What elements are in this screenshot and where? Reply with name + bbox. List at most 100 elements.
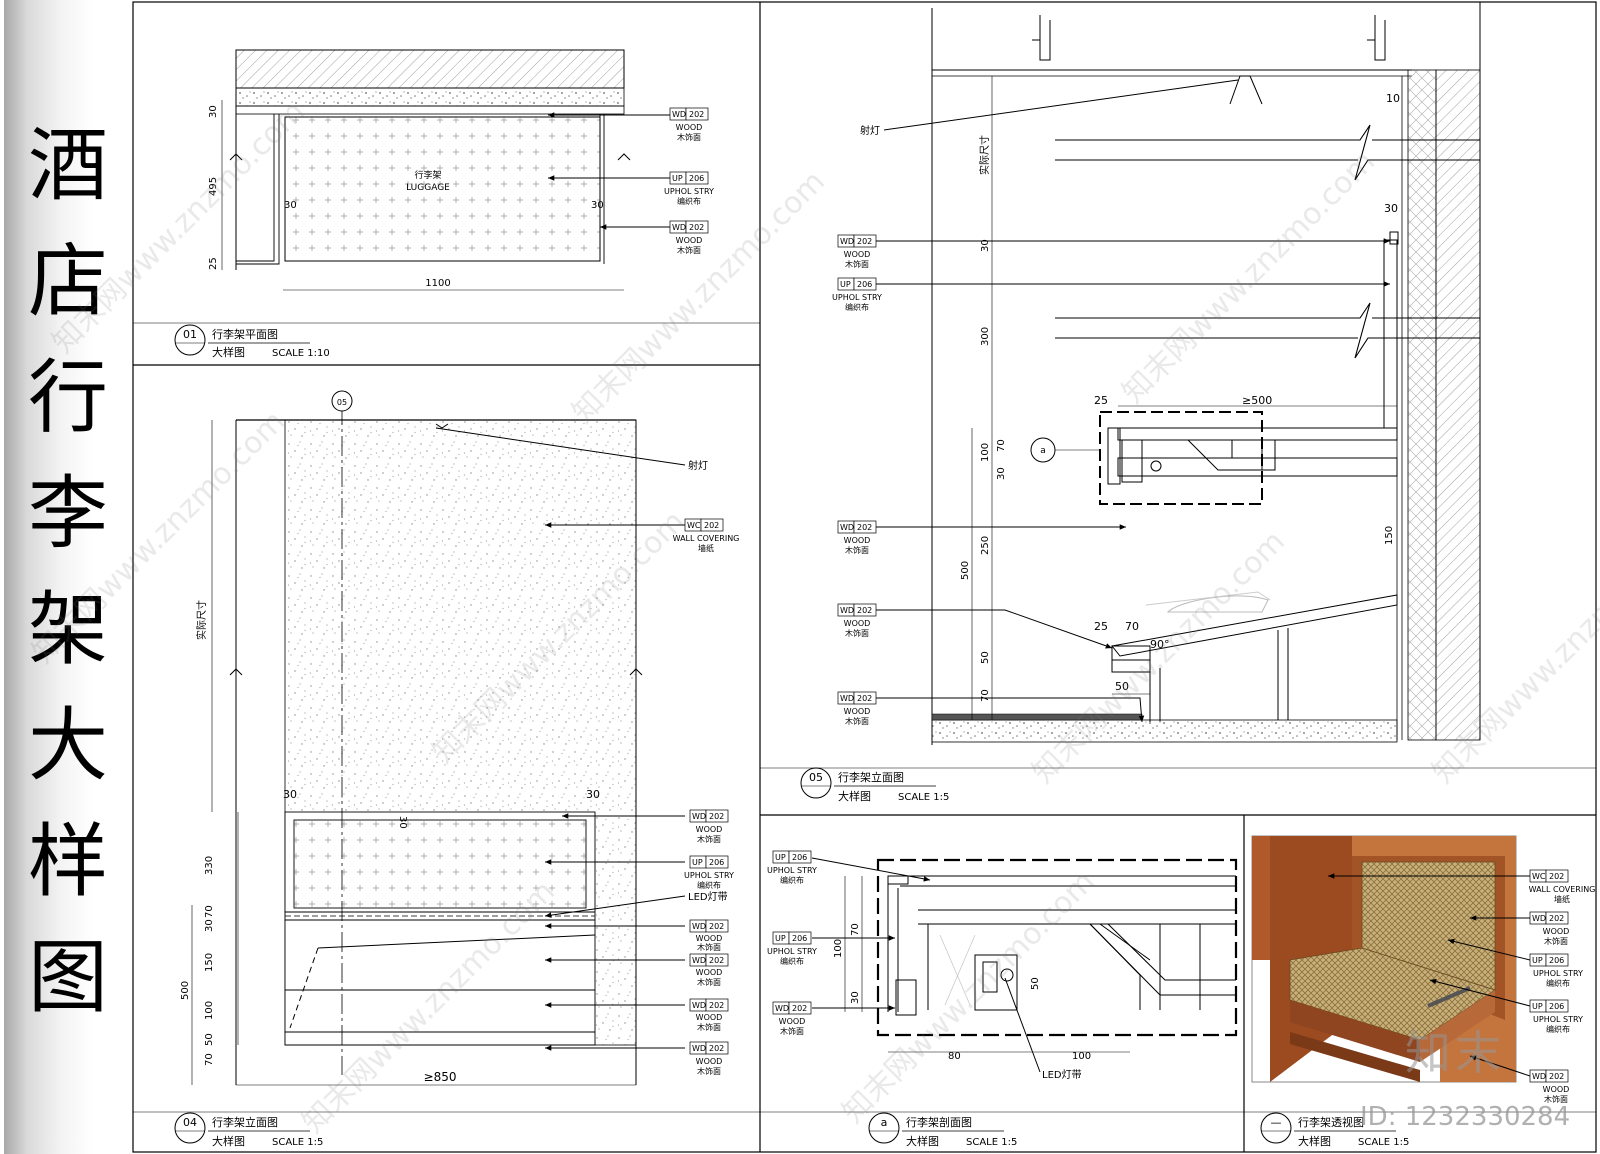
- svg-text:100: 100: [833, 939, 844, 958]
- svg-text:大样图: 大样图: [838, 789, 871, 803]
- svg-text:WD: WD: [692, 956, 706, 965]
- svg-text:UP: UP: [1532, 1002, 1543, 1011]
- svg-text:30: 30: [980, 239, 991, 252]
- svg-text:206: 206: [792, 853, 807, 862]
- svg-text:202: 202: [709, 1001, 724, 1010]
- svg-text:70: 70: [204, 1053, 215, 1066]
- svg-text:50: 50: [980, 651, 991, 664]
- svg-text:80: 80: [948, 1051, 961, 1062]
- svg-text:WOOD: WOOD: [1543, 927, 1570, 936]
- svg-text:206: 206: [1549, 956, 1564, 965]
- svg-text:WOOD: WOOD: [696, 825, 723, 834]
- svg-text:206: 206: [689, 174, 704, 183]
- svg-text:202: 202: [709, 812, 724, 821]
- panel-04-elevation: 05 实际尺寸 330 30 70 150 100 50 70 500 30 3…: [174, 390, 739, 1148]
- svg-text:行李架立面图: 行李架立面图: [838, 770, 904, 784]
- svg-text:SCALE 1:5: SCALE 1:5: [898, 792, 949, 803]
- svg-text:202: 202: [857, 606, 872, 615]
- svg-text:100: 100: [204, 1001, 215, 1020]
- svg-text:202: 202: [1549, 914, 1564, 923]
- luggage-label-cn: 行李架: [414, 169, 441, 181]
- svg-text:50: 50: [1115, 680, 1129, 693]
- svg-text:206: 206: [709, 858, 724, 867]
- svg-text:木饰面: 木饰面: [697, 834, 721, 844]
- dim-30: 30: [208, 105, 219, 118]
- svg-text:202: 202: [857, 237, 872, 246]
- svg-text:30: 30: [850, 991, 861, 1004]
- svg-text:UPHOL STRY: UPHOL STRY: [767, 866, 817, 875]
- svg-text:30: 30: [283, 788, 297, 801]
- brand-logo: 知末: [1405, 1026, 1505, 1080]
- svg-text:木饰面: 木饰面: [845, 628, 869, 638]
- svg-text:WOOD: WOOD: [1543, 1085, 1570, 1094]
- svg-text:木饰面: 木饰面: [845, 716, 869, 726]
- svg-text:202: 202: [689, 110, 704, 119]
- svg-text:202: 202: [792, 1004, 807, 1013]
- svg-text:UP: UP: [775, 853, 786, 862]
- panel-title-perspective: — 行李架透视图 大样图 SCALE 1:5: [1260, 1112, 1409, 1148]
- svg-text:70: 70: [204, 905, 215, 918]
- svg-text:150: 150: [1384, 526, 1395, 545]
- svg-text:墙纸: 墙纸: [1554, 894, 1570, 904]
- svg-text:WOOD: WOOD: [844, 250, 871, 259]
- svg-text:206: 206: [857, 280, 872, 289]
- panel-05-section: a 实际尺寸 30 300 100 70 30 250 50 70 500 15…: [800, 2, 1481, 803]
- svg-text:WD: WD: [840, 523, 854, 532]
- panel-title-05: 05 行李架立面图 大样图 SCALE 1:5: [800, 767, 949, 803]
- dim-1100: 1100: [425, 278, 450, 289]
- svg-text:SCALE 1:5: SCALE 1:5: [1358, 1137, 1409, 1148]
- svg-text:木饰面: 木饰面: [697, 1066, 721, 1076]
- svg-text:30: 30: [586, 788, 600, 801]
- svg-text:编织布: 编织布: [677, 196, 701, 206]
- svg-text:WD: WD: [692, 1044, 706, 1053]
- svg-text:WOOD: WOOD: [779, 1017, 806, 1026]
- sheet-title-char: 店: [28, 235, 108, 328]
- svg-text:250: 250: [980, 536, 991, 555]
- svg-text:UP: UP: [672, 174, 683, 183]
- svg-text:25: 25: [1094, 394, 1108, 407]
- svg-text:WOOD: WOOD: [696, 1057, 723, 1066]
- svg-text:04: 04: [183, 1116, 197, 1129]
- dim-actual: 实际尺寸: [195, 600, 208, 640]
- svg-text:70: 70: [850, 923, 861, 936]
- spotlight-label: 射灯: [688, 460, 708, 472]
- svg-text:大样图: 大样图: [1298, 1134, 1331, 1148]
- sheet-title-char: 酒: [28, 119, 108, 212]
- svg-text:WOOD: WOOD: [676, 236, 703, 245]
- sheet-title-char: 图: [28, 931, 108, 1024]
- svg-text:330: 330: [204, 856, 215, 875]
- svg-text:木饰面: 木饰面: [697, 942, 721, 952]
- svg-text:a: a: [881, 1116, 888, 1129]
- svg-text:70: 70: [996, 439, 1007, 452]
- sheet-title-char: 大: [28, 699, 108, 792]
- svg-text:500: 500: [960, 561, 971, 580]
- svg-text:WD: WD: [692, 812, 706, 821]
- svg-text:202: 202: [857, 523, 872, 532]
- svg-text:UP: UP: [840, 280, 851, 289]
- panel-title-a: a 行李架剖面图 大样图 SCALE 1:5: [868, 1112, 1017, 1148]
- svg-text:WOOD: WOOD: [844, 619, 871, 628]
- sheet-title: 酒店行李架大样图: [4, 108, 132, 1036]
- svg-text:05: 05: [809, 771, 823, 784]
- callout-05: 05: [337, 398, 347, 407]
- svg-text:WD: WD: [692, 1001, 706, 1010]
- svg-text:100: 100: [1072, 1051, 1091, 1062]
- dim-30-left: 30: [284, 200, 297, 211]
- image-id: ID: 1232330284: [1360, 1102, 1571, 1132]
- svg-text:30: 30: [996, 467, 1007, 480]
- svg-text:WOOD: WOOD: [696, 1013, 723, 1022]
